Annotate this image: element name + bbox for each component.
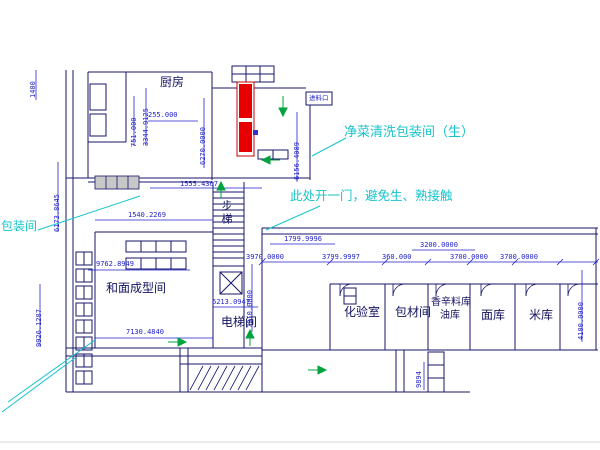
room-label-oil-store: 油库 [440,310,460,321]
dim-6156: 6156.4089 [293,142,301,180]
dim-360: 360.000 [382,253,412,261]
dim-255: 255.000 [148,111,178,119]
room-label-spice-store: 香辛料库 [431,297,471,308]
hatched-sink-block [94,175,140,190]
cyan-leader-lines [1,137,347,413]
dim-1540: 1540.2269 [128,211,166,219]
dimension-lines [35,70,600,390]
stair-hatch [189,365,260,391]
dim-3799: 3799.9997 [322,253,360,261]
dim-6213: 6213.0947 [212,298,250,306]
annotation-door-note: 此处开一门，避免生、熟接触 [290,188,453,203]
dim-751: 751.000 [130,117,138,147]
room-label-elevator: 电梯间 [221,315,258,329]
dim-9894: 9894 [415,371,423,388]
annotation-clean-pack-room: 净菜清洗包装间（生） [344,125,475,140]
dim-3700-a: 3700.0000 [450,253,488,261]
dim-3200: 3200.0000 [420,241,458,249]
room-label-rice-store: 米库 [529,308,554,322]
door-arcs [339,283,581,297]
dim-9762: 9762.8949 [96,260,134,268]
dim-1799: 1799.9996 [284,235,322,243]
feed-inlet-label: 进料口 [309,94,329,102]
dim-1400: 1400 [29,81,37,98]
dim-6270: 6270.0000 [199,127,207,165]
dim-6173: 6173.8645 [53,194,61,232]
dim-1555: 1555.4367 [180,180,218,188]
room-label-kitchen: 厨房 [160,75,185,89]
dim-4100: 4100.0000 [577,302,585,340]
room-label-packing-material: 包材间 [395,305,432,319]
room-label-flour-store: 面库 [481,308,506,322]
room-label-dough-forming: 和面成型间 [106,281,167,295]
dim-3700-b: 3700.0000 [500,253,538,261]
annotation-packaging-room: 包装间 [1,219,38,233]
room-label-lab: 化验室 [344,305,381,319]
dim-7130: 7130.4840 [126,328,164,336]
room-label-stair: 步梯 [220,200,233,226]
dim-3970: 3970.0000 [246,253,284,261]
dim-9926: 9926.1287 [35,309,43,347]
red-equipment [231,65,275,157]
green-flow-arrows [168,96,328,375]
